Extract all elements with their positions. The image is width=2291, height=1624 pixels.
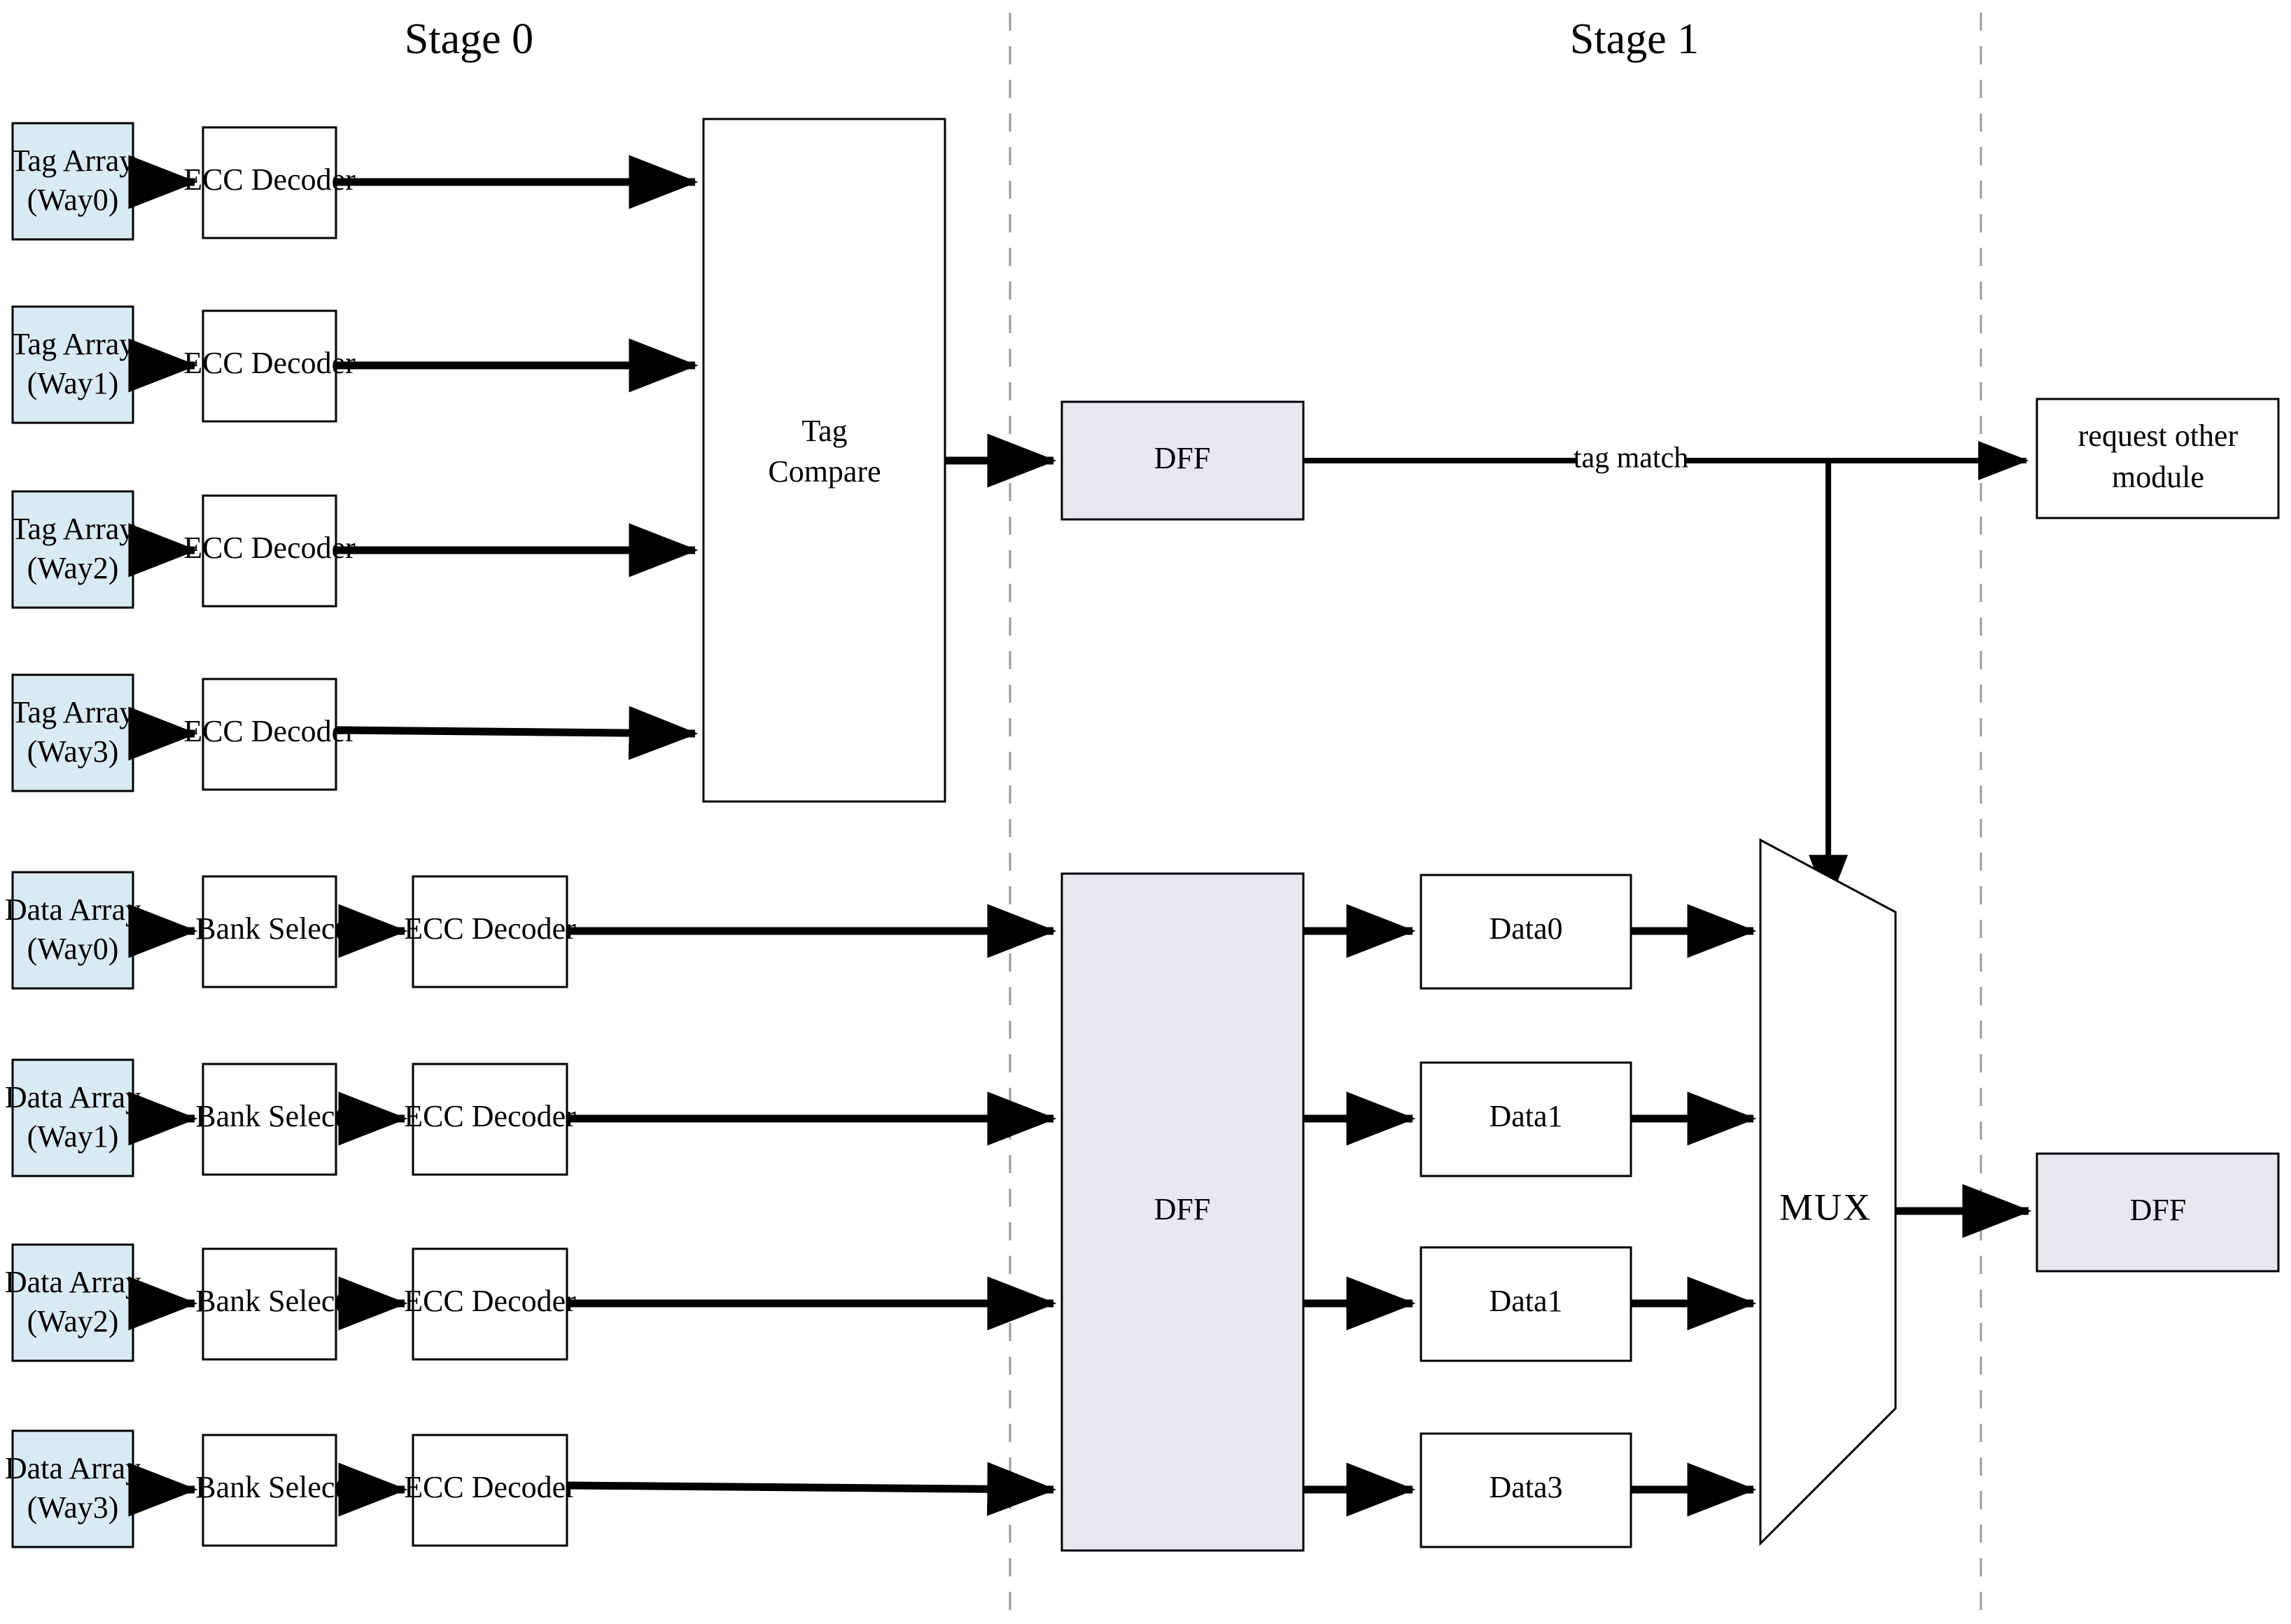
- data-array-way0-line1: Data Array: [5, 892, 141, 927]
- data-array-way3[interactable]: [11, 1429, 134, 1548]
- tag-array-way0-line2: (Way0): [27, 183, 119, 217]
- data-array-way2[interactable]: [11, 1243, 134, 1362]
- data-dff-block[interactable]: [1060, 872, 1305, 1552]
- tag-array-way1-line1: Tag Array: [11, 327, 135, 361]
- tag-array-way2-line1: Tag Array: [11, 512, 135, 546]
- tag-array-way0-line1: Tag Array: [11, 144, 135, 178]
- data-ecc-decoder-0-label: ECC Decoder: [404, 911, 576, 946]
- bank-select-3[interactable]: [202, 1434, 337, 1547]
- bank-select-3-label: Bank Select: [195, 1470, 343, 1504]
- tag-ecc-decoder-3[interactable]: [202, 678, 337, 791]
- data-reg-2-label: Data1: [1489, 1284, 1562, 1318]
- tag-match-label: tag match: [1574, 442, 1688, 475]
- wire-ecc3-to-compare: [335, 706, 699, 760]
- data-reg-1-label: Data1: [1489, 1099, 1562, 1133]
- data-reg-2[interactable]: [1420, 1246, 1632, 1362]
- data-array-way3-line1: Data Array: [5, 1451, 141, 1485]
- tag-array-way0[interactable]: [11, 122, 134, 241]
- data-array-way2-line1: Data Array: [5, 1265, 141, 1299]
- tag-array-way1-line2: (Way1): [27, 366, 119, 400]
- request-other-module-line1: request other: [2078, 419, 2239, 453]
- tag-ecc-decoder-3-label: ECC Decoder: [183, 714, 356, 748]
- tag-compare-line1: Tag: [801, 414, 847, 448]
- tag-compare-line2: Compare: [768, 454, 881, 489]
- tag-ecc-decoder-2[interactable]: [202, 494, 337, 608]
- data-array-way2-line2: (Way2): [27, 1304, 119, 1338]
- tag-array-way3-line2: (Way3): [27, 734, 119, 769]
- data-reg-0[interactable]: [1420, 874, 1632, 990]
- mux-label: MUX: [1779, 1186, 1872, 1228]
- tag-dff-block[interactable]: [1060, 400, 1305, 521]
- output-dff-block[interactable]: [2036, 1152, 2280, 1273]
- tag-array-way2-line2: (Way2): [27, 551, 119, 585]
- output-dff-label: DFF: [2130, 1193, 2187, 1227]
- bank-select-1[interactable]: [202, 1063, 337, 1176]
- tag-ecc-decoder-1[interactable]: [202, 309, 337, 423]
- data-dff-label: DFF: [1154, 1192, 1211, 1226]
- data-array-way1-line2: (Way1): [27, 1119, 119, 1154]
- data-array-way1[interactable]: [11, 1058, 134, 1177]
- stage-0-title: Stage 0: [405, 15, 533, 63]
- tag-dff-label: DFF: [1154, 441, 1211, 475]
- tag-ecc-decoder-1-label: ECC Decoder: [183, 346, 356, 380]
- tag-array-way3[interactable]: [11, 673, 134, 792]
- data-ecc-decoder-1-label: ECC Decoder: [404, 1099, 576, 1133]
- data-array-way0[interactable]: [11, 871, 134, 990]
- wire-decc3-to-datadff: [566, 1462, 1057, 1516]
- tag-array-way1[interactable]: [11, 305, 134, 424]
- tag-ecc-decoder-0-label: ECC Decoder: [183, 162, 356, 197]
- data-array-way0-line2: (Way0): [27, 932, 119, 966]
- bank-select-0-label: Bank Select: [195, 911, 343, 946]
- bank-select-1-label: Bank Select: [195, 1099, 343, 1133]
- data-reg-3-label: Data3: [1489, 1470, 1562, 1504]
- data-ecc-decoder-3[interactable]: [412, 1434, 568, 1547]
- data-ecc-decoder-3-label: ECC Decoder: [404, 1470, 576, 1504]
- stage-1-title: Stage 1: [1570, 15, 1699, 63]
- request-other-module-line2: module: [2112, 460, 2204, 494]
- request-other-module-block[interactable]: [2036, 398, 2280, 519]
- data-ecc-decoder-2-label: ECC Decoder: [404, 1284, 576, 1318]
- tag-array-way3-line1: Tag Array: [11, 695, 135, 729]
- mux-block[interactable]: [1759, 838, 1897, 1546]
- data-ecc-decoder-1[interactable]: [412, 1063, 568, 1176]
- data-array-way1-line1: Data Array: [5, 1080, 141, 1114]
- tag-ecc-decoder-2-label: ECC Decoder: [183, 531, 356, 565]
- tag-array-way2[interactable]: [11, 490, 134, 609]
- data-reg-0-label: Data0: [1489, 911, 1562, 946]
- data-reg-3[interactable]: [1420, 1432, 1632, 1548]
- data-array-way3-line2: (Way3): [27, 1490, 119, 1525]
- bank-select-2-label: Bank Select: [195, 1284, 343, 1318]
- bank-select-0[interactable]: [202, 875, 337, 988]
- tag-compare-block[interactable]: [702, 118, 946, 803]
- data-reg-1[interactable]: [1420, 1061, 1632, 1177]
